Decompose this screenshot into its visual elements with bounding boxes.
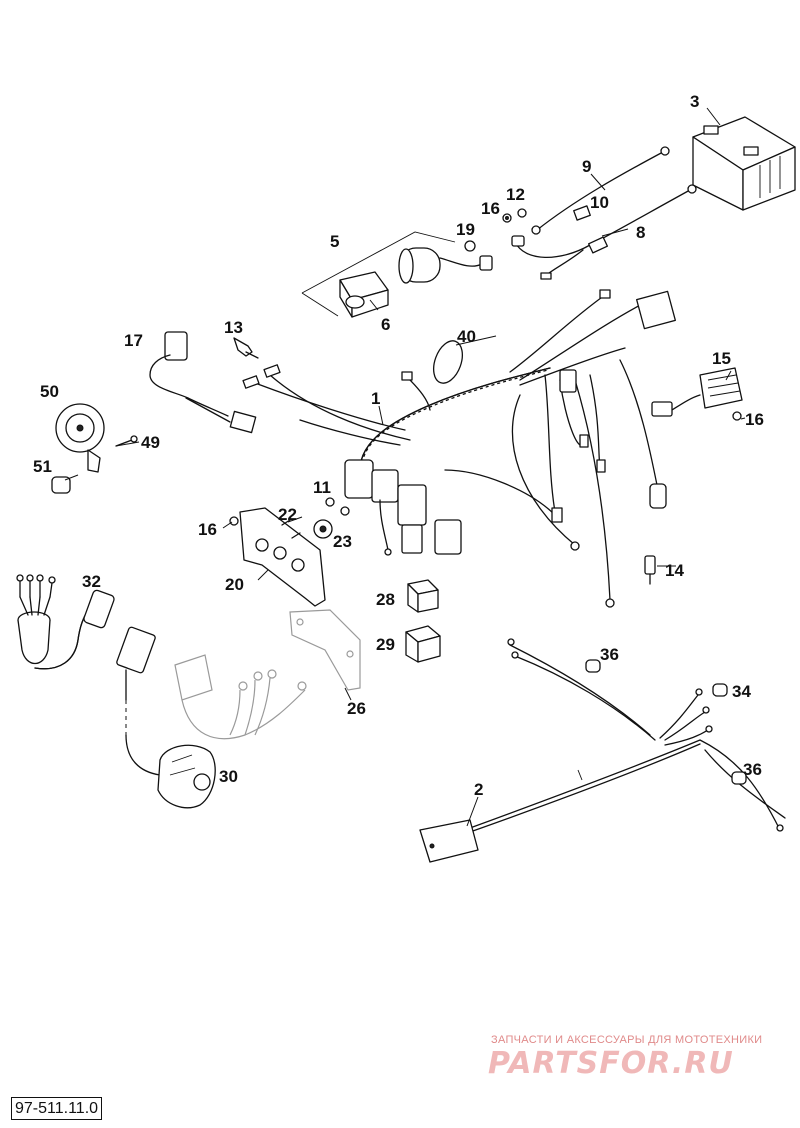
callout-12: 12 bbox=[506, 185, 525, 204]
callout-16-right: 16 bbox=[745, 410, 764, 429]
clamp-part-23 bbox=[313, 519, 333, 539]
callout-32: 32 bbox=[82, 572, 101, 591]
nut-part-12 bbox=[517, 208, 527, 218]
callout-30: 30 bbox=[219, 767, 238, 786]
regulator-part-15 bbox=[651, 367, 743, 417]
callout-49: 49 bbox=[141, 433, 160, 452]
ignition-lead-part-32 bbox=[16, 574, 115, 670]
nut-part-51 bbox=[51, 476, 71, 494]
callout-9: 9 bbox=[582, 157, 591, 176]
nut-part-11 bbox=[325, 497, 350, 516]
callout-11: 11 bbox=[313, 478, 331, 497]
callout-19: 19 bbox=[456, 220, 475, 239]
drawing-code: 97-511.11.0 bbox=[11, 1097, 103, 1120]
fuse-cable-part-8 bbox=[511, 184, 697, 280]
callout-17: 17 bbox=[124, 331, 143, 350]
callout-6: 6 bbox=[381, 315, 390, 334]
callout-16-top: 16 bbox=[481, 199, 500, 218]
flasher-group-part-5 bbox=[301, 231, 493, 318]
callout-13: 13 bbox=[224, 318, 243, 337]
battery-cable-part-9 bbox=[531, 146, 670, 235]
callout-20: 20 bbox=[225, 575, 244, 594]
tail-lead-part-17 bbox=[149, 331, 257, 434]
callout-3: 3 bbox=[690, 92, 699, 111]
nut-part-34 bbox=[712, 683, 728, 697]
callout-14: 14 bbox=[665, 561, 684, 580]
relay-part-28 bbox=[407, 579, 439, 613]
watermark-caption: ЗАПЧАСТИ И АКСЕССУАРЫ ДЛЯ МОТОТЕХНИКИ bbox=[491, 1034, 763, 1046]
callout-28: 28 bbox=[376, 590, 395, 609]
sub-harness-part-2 bbox=[419, 638, 786, 863]
relay-part-29 bbox=[405, 625, 441, 663]
callout-51: 51 bbox=[33, 457, 52, 476]
callout-2: 2 bbox=[474, 780, 483, 799]
callout-10: 10 bbox=[590, 193, 609, 212]
main-harness-part-1 bbox=[242, 289, 676, 608]
callout-8: 8 bbox=[636, 223, 645, 242]
screw-part-22 bbox=[281, 519, 301, 539]
watermark-logo: PARTSFOR.RU bbox=[488, 1046, 734, 1081]
callout-labels: 1 2 3 5 6 8 9 10 11 12 13 14 15 16 16 16… bbox=[33, 92, 764, 799]
callout-15: 15 bbox=[712, 349, 731, 368]
leader-lines bbox=[64, 107, 746, 827]
nut-part-19 bbox=[464, 240, 476, 252]
sensor-part-13 bbox=[233, 337, 259, 359]
bolt-part-49 bbox=[115, 435, 138, 447]
callout-36-bottom: 36 bbox=[743, 760, 762, 779]
callout-26: 26 bbox=[347, 699, 366, 718]
callout-1: 1 bbox=[371, 389, 380, 408]
bolt-part-16-right bbox=[732, 411, 742, 421]
callout-36-top: 36 bbox=[600, 645, 619, 664]
plate-part-26 bbox=[289, 609, 361, 691]
callout-23: 23 bbox=[333, 532, 352, 551]
callout-16-left: 16 bbox=[198, 520, 217, 539]
battery-part-3 bbox=[692, 116, 796, 211]
callout-29: 29 bbox=[376, 635, 395, 654]
callout-34: 34 bbox=[732, 682, 751, 701]
callout-22: 22 bbox=[278, 505, 297, 524]
nut-part-36-top bbox=[585, 659, 601, 673]
bolt-part-16-left bbox=[229, 516, 239, 526]
callout-40: 40 bbox=[457, 327, 476, 346]
bolt-part-16-top bbox=[502, 213, 512, 223]
cable-tie-part-40 bbox=[433, 340, 463, 384]
bracket-part-20 bbox=[239, 507, 326, 607]
callout-50: 50 bbox=[40, 382, 59, 401]
horn-part-50 bbox=[55, 403, 105, 473]
handlebar-switch-part-30 bbox=[116, 626, 307, 809]
callout-5: 5 bbox=[330, 232, 339, 251]
switch-part-14 bbox=[644, 555, 656, 585]
nut-part-36-bottom bbox=[731, 771, 747, 785]
